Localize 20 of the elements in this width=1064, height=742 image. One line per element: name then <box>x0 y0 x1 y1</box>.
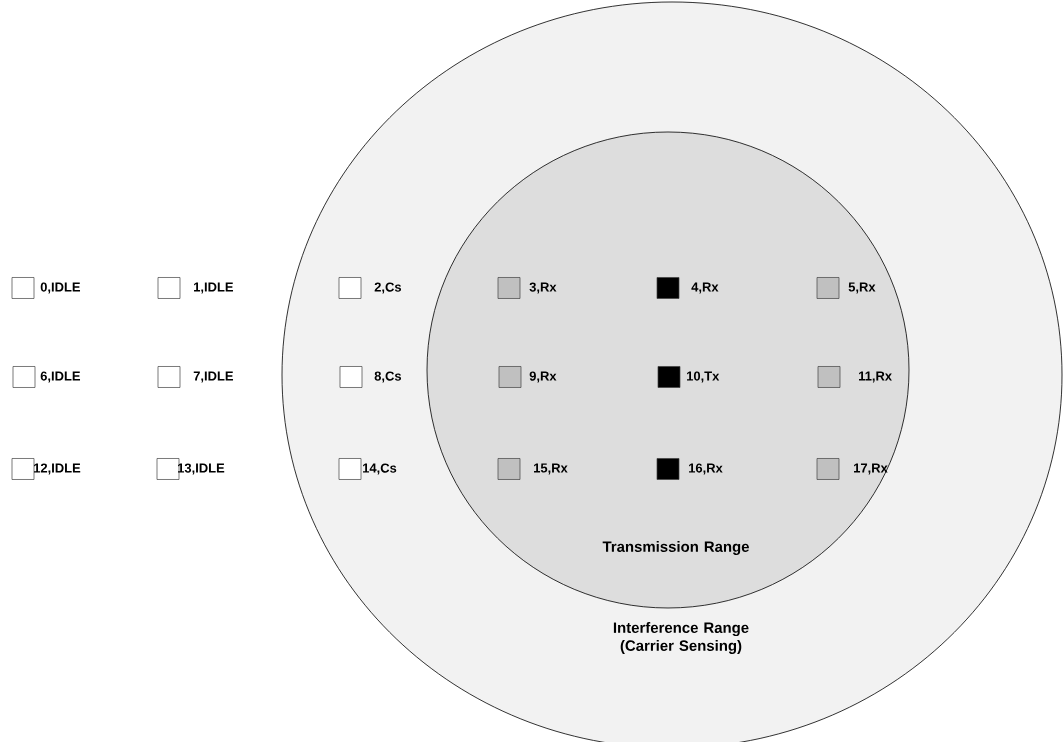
node-label: 4,Rx <box>691 282 719 294</box>
node-label: 10,Tx <box>687 371 720 383</box>
node-label: 8,Cs <box>374 371 402 383</box>
node-label: 1,IDLE <box>194 282 233 294</box>
node-label: 15,Rx <box>534 463 568 475</box>
node-label: 13,IDLE <box>178 463 225 475</box>
node-label: 3,Rx <box>529 282 557 294</box>
node-label: 7,IDLE <box>193 371 233 383</box>
node-label: 17,Rx <box>854 463 888 475</box>
range-label: Interference Range (Carrier Sensing) <box>613 622 749 654</box>
node-label: 16,Rx <box>689 463 723 475</box>
node-label: 2,Cs <box>374 282 402 294</box>
node-label: 6,IDLE <box>40 371 80 383</box>
range-label: Transmission Range <box>602 541 749 555</box>
node-label: 0,IDLE <box>40 282 80 294</box>
node-label: 11,Rx <box>859 371 892 383</box>
node-label: 5,Rx <box>848 282 876 294</box>
node-label: 12,IDLE <box>34 463 81 475</box>
node-label: 14,Cs <box>363 463 397 475</box>
node-label: 9,Rx <box>529 371 557 383</box>
